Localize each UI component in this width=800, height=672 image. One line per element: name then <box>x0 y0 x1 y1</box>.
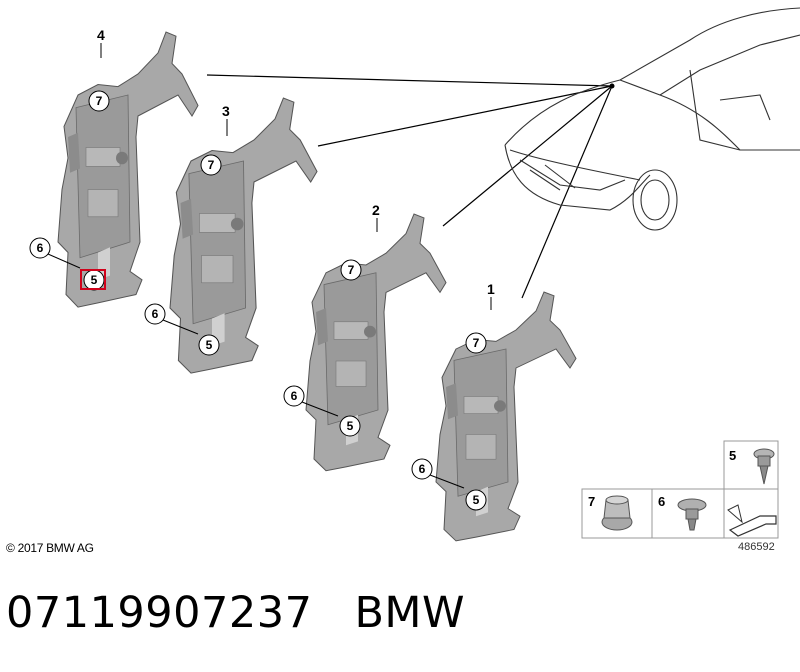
part-number-3: 3 <box>222 103 230 119</box>
callout-5-label: 5 <box>206 338 213 352</box>
car-attach-point <box>609 83 615 89</box>
part-number-4: 4 <box>97 27 105 43</box>
legend-label-5: 5 <box>729 448 736 463</box>
callout-5: 5 <box>198 334 220 356</box>
callout-7-label: 7 <box>473 336 480 350</box>
bracket-1 <box>435 291 577 542</box>
callout-7: 7 <box>200 154 222 176</box>
part-number: 07119907237 <box>6 588 313 638</box>
legend-label-7: 7 <box>588 494 595 509</box>
callout-6-label: 6 <box>419 462 426 476</box>
callout-5-label: 5 <box>91 273 98 287</box>
callout-5: 5 <box>465 489 487 511</box>
callout-7: 7 <box>465 332 487 354</box>
bracket-2 <box>305 213 447 472</box>
copyright-notice: © 2017 BMW AG <box>6 541 94 555</box>
callouts-7: 7 7 7 7 <box>88 90 487 354</box>
callout-5-highlighted: 5 <box>80 269 106 291</box>
callout-7-label: 7 <box>208 158 215 172</box>
fastener-legend: 5 7 6 <box>581 440 779 539</box>
callouts-6: 6 6 6 6 <box>29 237 465 489</box>
car-outline <box>504 7 800 231</box>
callout-5-label: 5 <box>347 419 354 433</box>
image-number: 486592 <box>738 541 775 553</box>
part-number-1: 1 <box>487 281 495 297</box>
callout-6: 6 <box>283 385 339 417</box>
nut-icon <box>601 495 633 531</box>
callouts-5: 5 5 5 5 <box>80 269 487 511</box>
part-number-2: 2 <box>372 202 380 218</box>
callout-6-label: 6 <box>37 241 44 255</box>
callout-6-label: 6 <box>291 389 298 403</box>
leader-lines <box>206 74 613 299</box>
callout-6: 6 <box>29 237 81 269</box>
part-title-line: 07119907237 BMW <box>6 588 465 638</box>
brand-name: BMW <box>354 588 466 638</box>
parts-diagram: 4 3 2 1 7 7 7 7 6 6 6 6 5 5 5 5 <box>29 7 800 542</box>
callout-7-label: 7 <box>96 94 103 108</box>
callout-7-label: 7 <box>348 263 355 277</box>
callout-6-label: 6 <box>152 307 159 321</box>
callout-7: 7 <box>340 259 362 281</box>
callout-5-label: 5 <box>473 493 480 507</box>
callout-7: 7 <box>88 90 110 112</box>
clip-icon <box>677 498 707 531</box>
callout-5: 5 <box>339 415 361 437</box>
mounting-direction-icon <box>727 504 777 537</box>
legend-label-6: 6 <box>658 494 665 509</box>
callout-6: 6 <box>144 303 199 335</box>
screw-icon <box>753 448 775 485</box>
callout-6: 6 <box>411 458 465 489</box>
